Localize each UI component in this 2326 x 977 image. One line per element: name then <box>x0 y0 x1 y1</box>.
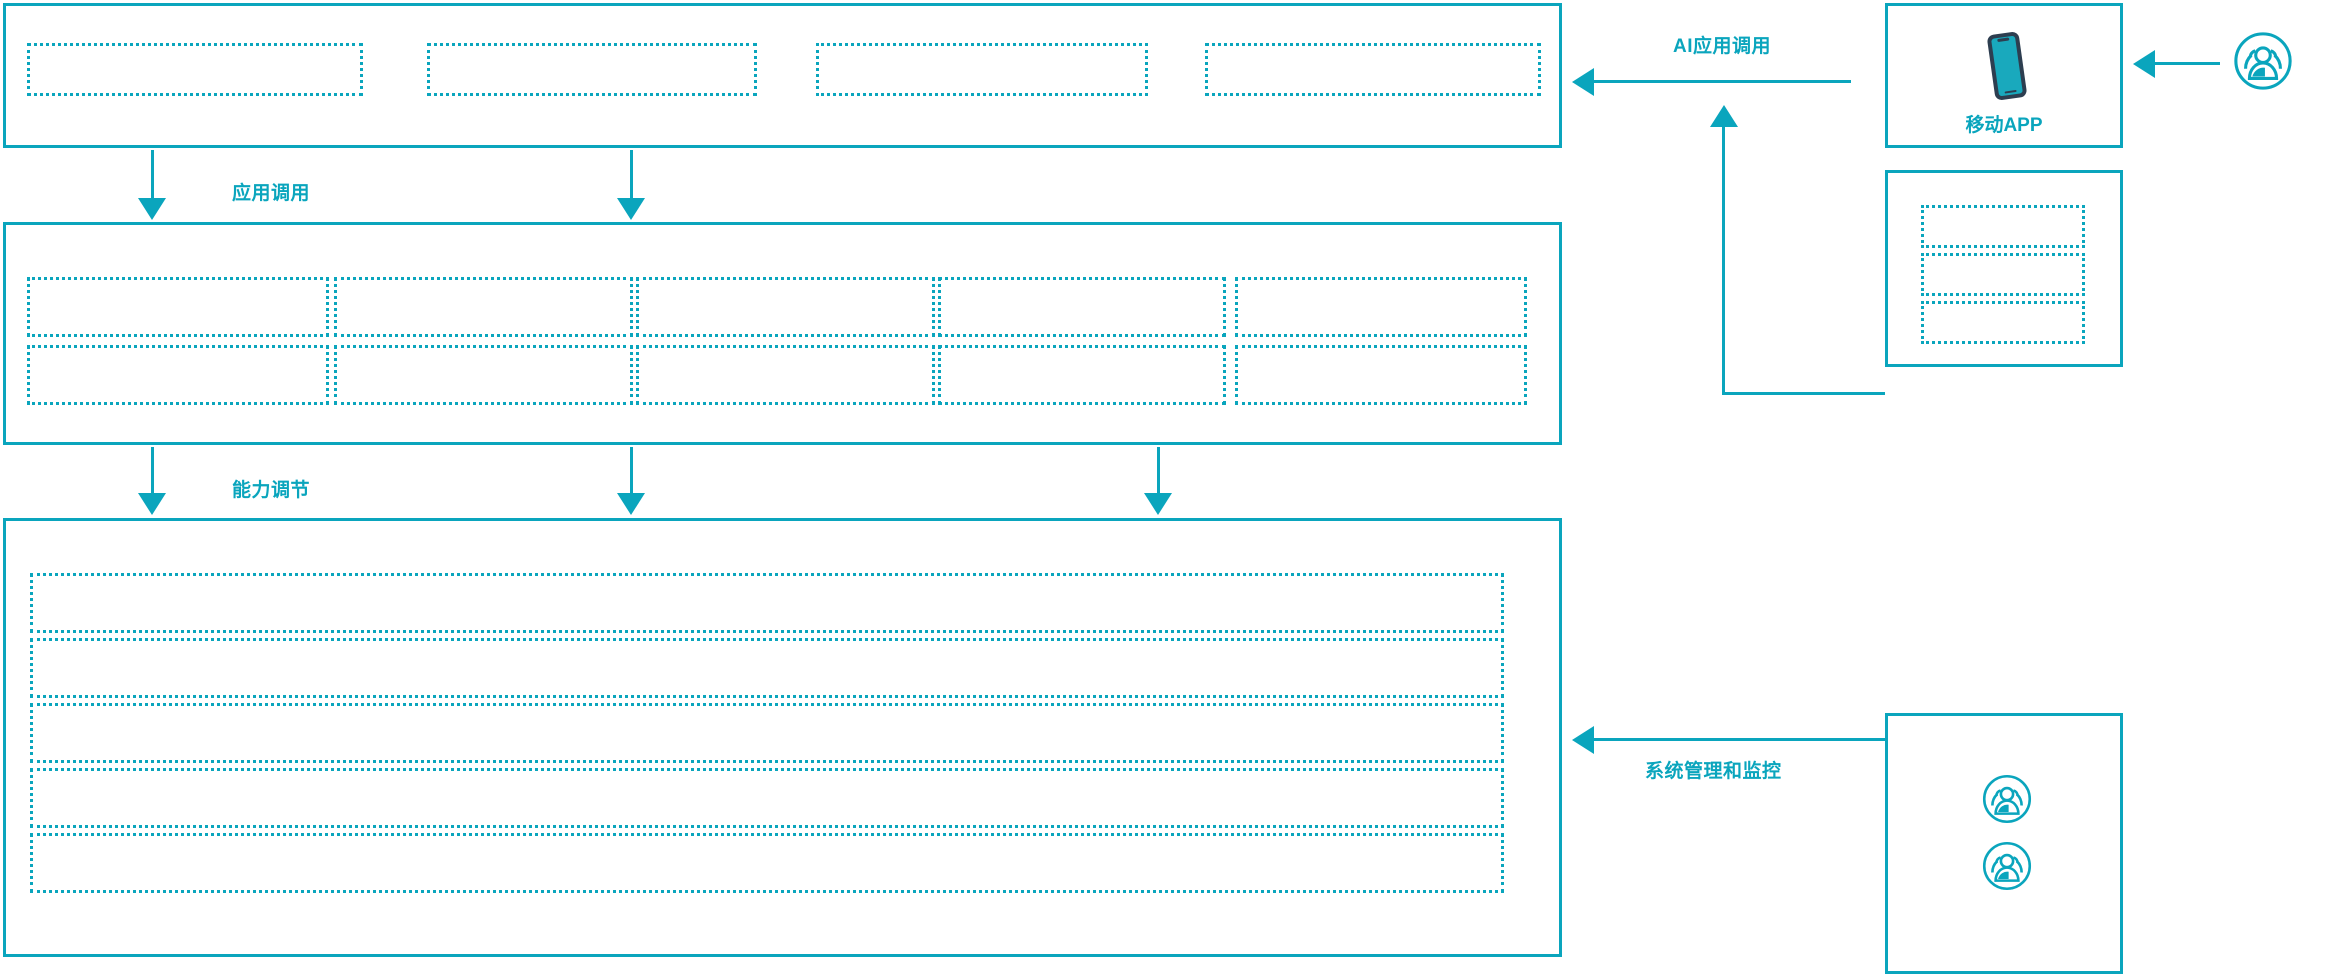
ai-return-horizontal-line <box>1722 392 1885 395</box>
channel-panel <box>1885 170 2123 367</box>
application-box-3[interactable] <box>816 43 1148 96</box>
capability-box-c4-top[interactable] <box>938 277 1226 337</box>
capability-box-c5-top[interactable] <box>1235 277 1527 337</box>
capability-adjust-line-3 <box>1157 447 1160 495</box>
capability-box-c3-top[interactable] <box>636 277 935 337</box>
capability-box-c1-top[interactable] <box>27 277 329 337</box>
application-box-1[interactable] <box>27 43 363 96</box>
capability-box-c2-bottom[interactable] <box>334 345 633 405</box>
system-management-arrowhead <box>1572 726 1594 754</box>
smartphone-icon <box>1984 31 2030 101</box>
platform-row-5[interactable] <box>30 833 1504 893</box>
application-call-line-1 <box>151 150 154 200</box>
system-management-line <box>1594 738 1885 741</box>
mobile-app-panel: 移动APP <box>1885 3 2123 148</box>
platform-row-1[interactable] <box>30 573 1504 633</box>
user-group-icon-1 <box>1981 773 2033 825</box>
capability-box-c2-top[interactable] <box>334 277 633 337</box>
application-call-line-2 <box>630 150 633 200</box>
user-group-icon-2 <box>1981 840 2033 892</box>
capability-adjust-arrowhead-1 <box>138 493 166 515</box>
channel-box-1[interactable] <box>1921 205 2085 248</box>
capability-adjust-line-2 <box>630 447 633 495</box>
platform-layer-panel <box>3 518 1562 957</box>
capability-adjust-label: 能力调节 <box>232 480 311 501</box>
platform-row-2[interactable] <box>30 638 1504 698</box>
ai-return-vertical-line <box>1722 127 1725 395</box>
capability-layer-panel <box>3 222 1562 445</box>
application-call-label: 应用调用 <box>232 183 311 204</box>
mobile-app-caption: 移动APP <box>1965 115 2043 136</box>
capability-adjust-arrowhead-2 <box>617 493 645 515</box>
application-box-4[interactable] <box>1205 43 1541 96</box>
platform-row-3[interactable] <box>30 703 1504 763</box>
capability-box-c4-bottom[interactable] <box>938 345 1226 405</box>
operators-panel <box>1885 713 2123 974</box>
channel-box-3[interactable] <box>1921 301 2085 344</box>
capability-box-c5-bottom[interactable] <box>1235 345 1527 405</box>
ai-return-arrowhead <box>1710 105 1738 127</box>
ai-application-call-arrowhead <box>1572 68 1594 96</box>
capability-box-c3-bottom[interactable] <box>636 345 935 405</box>
capability-adjust-line-1 <box>151 447 154 495</box>
platform-row-4[interactable] <box>30 768 1504 828</box>
application-call-arrowhead-2 <box>617 198 645 220</box>
ai-application-call-label: AI应用调用 <box>1673 36 1772 57</box>
channel-box-2[interactable] <box>1921 253 2085 296</box>
application-box-2[interactable] <box>427 43 757 96</box>
capability-box-c1-bottom[interactable] <box>27 345 329 405</box>
external-actor-arrowhead <box>2133 50 2155 78</box>
application-layer-panel <box>3 3 1562 148</box>
system-management-label: 系统管理和监控 <box>1645 761 1782 782</box>
application-call-arrowhead-1 <box>138 198 166 220</box>
capability-adjust-arrowhead-3 <box>1144 493 1172 515</box>
external-actor-line <box>2155 62 2220 65</box>
ai-application-call-line <box>1594 80 1851 83</box>
user-group-icon-external <box>2232 30 2294 92</box>
